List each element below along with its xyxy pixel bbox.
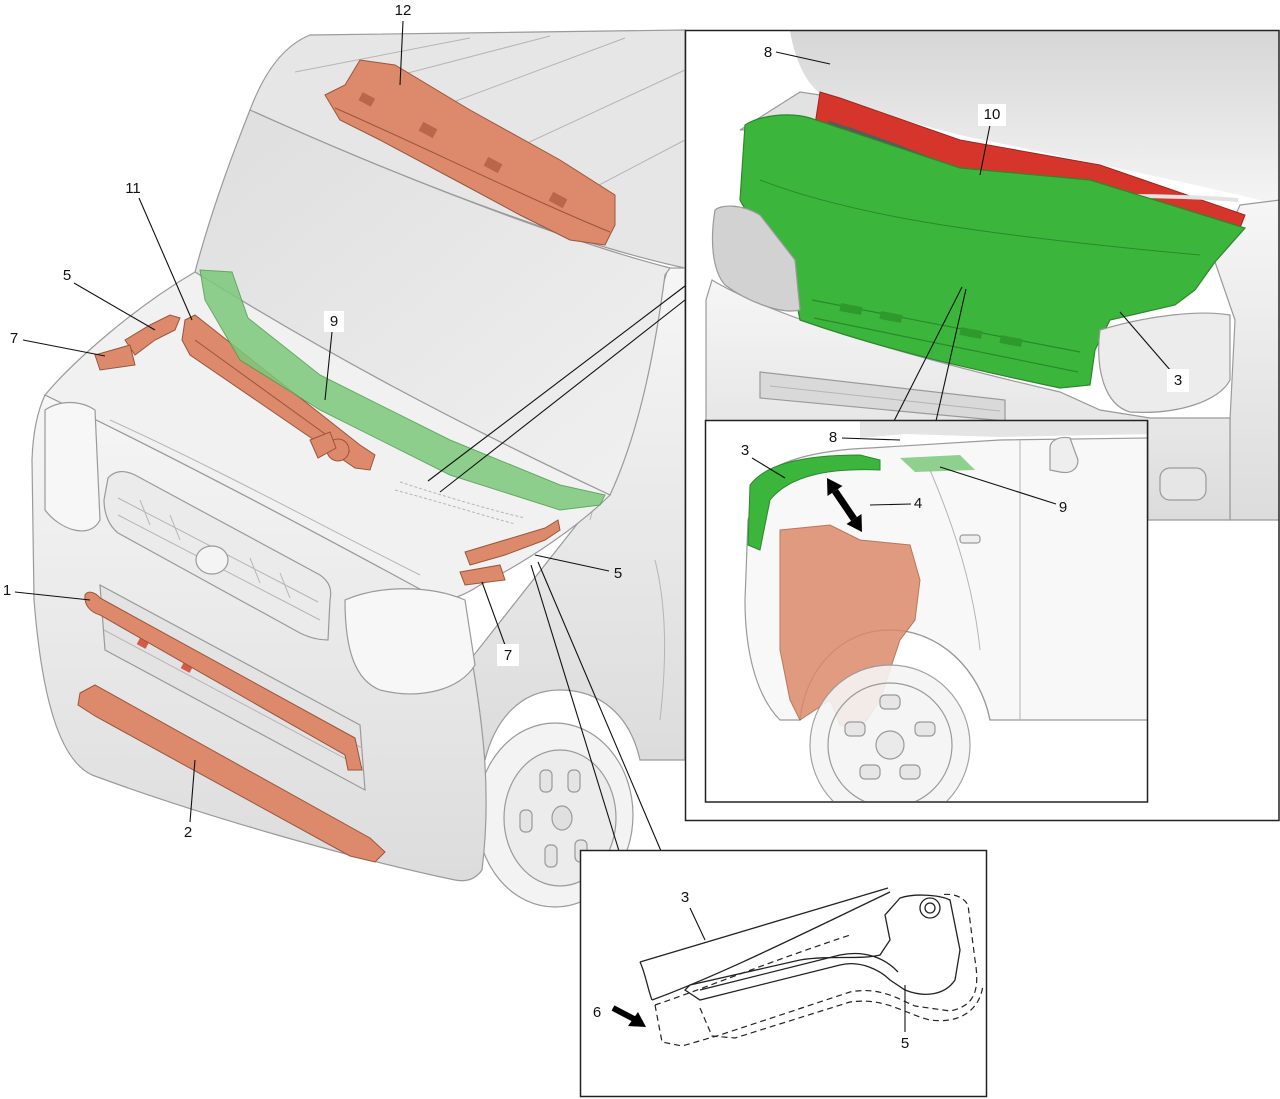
left-hinge-bracket	[94, 344, 136, 371]
detail-frame	[684, 29, 1280, 822]
lowered-position-outline	[699, 984, 984, 1039]
callout-label: 5	[614, 565, 622, 582]
hinge-bolt	[924, 902, 936, 914]
wiper-linkage	[181, 314, 376, 471]
hood-panel-outline	[651, 891, 891, 1001]
callout-label: 8	[764, 44, 772, 61]
right-headlight	[344, 588, 476, 695]
hood-hinge-outline	[683, 894, 961, 1001]
side-detail-view: 8 3 4 9	[704, 419, 1149, 803]
callout: 3	[741, 442, 786, 479]
callout: 2	[184, 759, 196, 841]
lower-lamp	[1159, 467, 1207, 501]
detail-frame	[579, 849, 988, 1098]
callout-label: 2	[184, 824, 192, 841]
callout: 5	[534, 554, 622, 582]
callout: 7	[481, 581, 519, 666]
callout-label: 5	[901, 1035, 909, 1052]
callout-label: 7	[504, 647, 512, 664]
side-marker	[959, 534, 981, 544]
left-hood-hinge	[124, 314, 181, 356]
bumper-slat	[769, 385, 1001, 412]
cowl-vent	[394, 489, 516, 525]
front-wheel	[809, 664, 971, 801]
callout: 5	[901, 985, 909, 1052]
hood-crease	[109, 419, 421, 576]
roof-pillar-band	[860, 421, 1147, 438]
lower-bumper-member	[77, 684, 386, 863]
callout-label: 12	[395, 2, 412, 19]
callout-label: 9	[330, 313, 338, 330]
callout-label: 8	[829, 429, 837, 446]
detail-pointer-line	[439, 299, 686, 493]
side-mirror	[1049, 436, 1079, 474]
callout: 12	[395, 2, 412, 86]
callout: 8	[764, 44, 831, 65]
left-reflector	[136, 638, 149, 649]
right-reflector	[180, 662, 193, 673]
callout: 10	[978, 104, 1006, 176]
detail-pointer-line	[935, 288, 967, 422]
upper-bumper-member	[84, 591, 363, 771]
right-hood-hinge	[464, 519, 561, 566]
callout: 7	[10, 330, 106, 357]
callout: 5	[63, 267, 156, 331]
callout: 9	[324, 311, 344, 401]
callout-label: 5	[63, 267, 71, 284]
lowered-position-outline	[654, 934, 851, 1006]
callout: 6	[593, 1004, 601, 1021]
roof-front-member	[324, 59, 616, 246]
callout-label: 7	[10, 330, 18, 347]
fender-line	[929, 469, 981, 651]
callout-label: 3	[1174, 372, 1182, 389]
callout-label: 3	[741, 442, 749, 459]
cowl-vent	[399, 481, 526, 519]
detail-pointer-line	[893, 286, 963, 422]
down-arrow-icon	[611, 1005, 646, 1027]
hood-hinge-outline	[699, 952, 899, 991]
cowl-top-panel	[900, 455, 975, 472]
windshield	[194, 109, 671, 496]
callout-label: 3	[681, 889, 689, 906]
emblem-icon	[195, 545, 229, 575]
main-vehicle-view: 12 11 5 7 9 1 2 5	[3, 2, 686, 908]
hinge-detail-view: 3 6 5	[579, 849, 988, 1098]
hood-emboss	[759, 179, 1201, 373]
callout: 3	[681, 889, 706, 941]
callout-label: 10	[984, 106, 1001, 123]
detail-pointer-line	[537, 561, 662, 852]
callout-label: 1	[3, 582, 11, 599]
hood-edge	[747, 454, 881, 551]
hinge-bolt	[919, 897, 941, 919]
door-line	[654, 559, 666, 721]
lowered-position-outline	[654, 893, 978, 1047]
right-hinge-bracket	[459, 564, 506, 586]
callout: 11	[125, 180, 193, 321]
callout: 8	[829, 429, 901, 446]
callout: 9	[939, 466, 1067, 516]
detail-pointer-line	[427, 285, 686, 482]
detail-frame	[704, 419, 1149, 803]
left-headlight	[711, 205, 801, 312]
left-headlight	[44, 401, 101, 532]
hood-panel-outline	[639, 961, 653, 1001]
windshield	[790, 31, 1279, 205]
hood-panel-outline	[639, 887, 889, 963]
callout-label: 11	[125, 180, 141, 197]
callout-label: 6	[593, 1004, 601, 1021]
callout-label: 9	[1059, 499, 1067, 516]
callout-label: 4	[914, 495, 922, 512]
callout: 4	[869, 495, 922, 512]
callout: 1	[3, 582, 91, 601]
detail-pointer-line	[530, 564, 620, 852]
cowl-top-panel	[199, 269, 606, 511]
callout: 3	[1119, 311, 1189, 392]
double-arrow-icon	[827, 478, 862, 532]
